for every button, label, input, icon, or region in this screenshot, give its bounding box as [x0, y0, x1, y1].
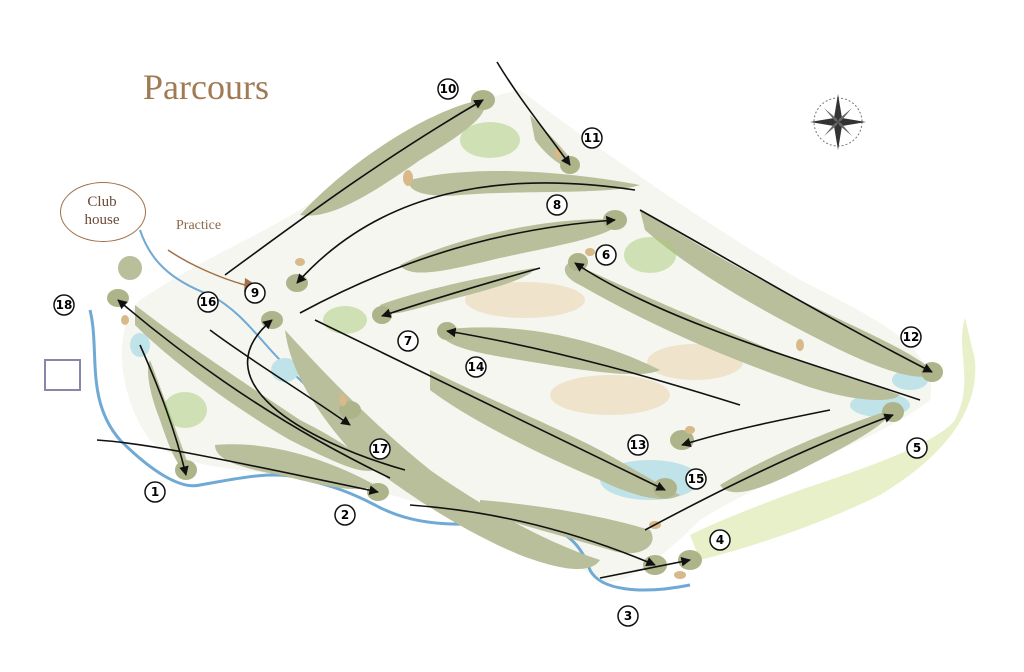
bunker	[685, 426, 695, 434]
bunker	[796, 339, 804, 351]
sand-area	[550, 375, 670, 415]
sand-area	[647, 344, 743, 380]
hole-number-10: 10	[440, 82, 457, 96]
hole-number-12: 12	[903, 330, 920, 344]
bunkers	[121, 147, 804, 579]
fairway	[135, 305, 375, 471]
page-title: Parcours	[143, 67, 269, 107]
hole-number-16: 16	[200, 295, 217, 309]
compass-rose-icon	[810, 94, 866, 150]
hole-number-11: 11	[584, 131, 601, 145]
hole-number-6: 6	[602, 248, 610, 262]
fairway	[215, 444, 375, 490]
hole-route-13	[681, 409, 831, 448]
hole-route-5	[644, 413, 894, 531]
fairway	[564, 262, 900, 400]
hole-number-15: 15	[688, 472, 705, 486]
hole-badges: 1 2 3 4 5 6 7 8 9 10 11 12 13 14 15	[53, 78, 928, 627]
hole-badge-10: 10	[437, 78, 459, 100]
hole-route-6	[574, 262, 921, 401]
fairway	[380, 268, 535, 314]
hole-number-14: 14	[468, 360, 485, 374]
practice-label: Practice	[176, 218, 222, 233]
hole-number-5: 5	[913, 441, 921, 455]
hole-badge-6: 6	[595, 244, 617, 266]
club-house-outline	[60, 182, 146, 242]
hole-route-9	[296, 182, 636, 284]
hole-number-7: 7	[404, 334, 412, 348]
hole-route-7	[381, 267, 541, 318]
hole-route-18	[117, 299, 391, 479]
hole-badge-1: 1	[144, 481, 166, 503]
hole-number-17: 17	[372, 442, 389, 456]
hole-badge-14: 14	[465, 356, 487, 378]
hole-number-9: 9	[251, 286, 259, 300]
hole-route-1b	[139, 344, 189, 476]
hole-route-4	[599, 556, 691, 579]
trees	[163, 122, 676, 428]
clubhouse-building	[44, 359, 81, 391]
bunker	[674, 571, 686, 579]
hole-number-1: 1	[151, 485, 159, 499]
hole-route-11	[496, 61, 571, 166]
green	[653, 478, 677, 498]
hole-badge-2: 2	[334, 504, 356, 526]
hole-badge-12: 12	[900, 326, 922, 348]
hole-number-13: 13	[630, 438, 647, 452]
hole-badge-18: 18	[53, 294, 75, 316]
green	[175, 460, 197, 480]
hole-badge-3: 3	[617, 605, 639, 627]
hole-badge-5: 5	[906, 437, 928, 459]
hole-route-14	[446, 327, 741, 406]
bunker	[295, 258, 305, 266]
green	[882, 402, 904, 422]
hole-badge-9: 9	[244, 282, 266, 304]
fairway	[400, 219, 620, 273]
hole-route-3	[409, 504, 656, 567]
tree-cluster	[323, 306, 367, 334]
bunker	[121, 315, 129, 325]
hole-route-8	[299, 215, 616, 314]
tree-cluster	[163, 392, 207, 428]
bunker	[403, 170, 413, 186]
club-house-line-2: house	[84, 212, 120, 228]
hole-badge-11: 11	[581, 127, 603, 149]
fairway	[480, 500, 653, 554]
green	[107, 289, 129, 307]
hole-badge-15: 15	[685, 468, 707, 490]
club-house-label: Club house	[60, 193, 144, 229]
hole-badge-17: 17	[369, 438, 391, 460]
bunker	[339, 394, 347, 406]
hole-badge-8: 8	[546, 194, 568, 216]
hole-number-18: 18	[56, 298, 73, 312]
hole-badge-4: 4	[709, 529, 731, 551]
practice-arrow	[167, 249, 246, 286]
hole-badge-7: 7	[397, 330, 419, 352]
hole-route-16	[246, 319, 406, 471]
hole-number-8: 8	[553, 198, 561, 212]
hole-badge-16: 16	[197, 291, 219, 313]
green	[568, 253, 588, 271]
tree-cluster	[624, 237, 676, 273]
hole-route-17	[209, 329, 351, 426]
bunker	[585, 248, 595, 256]
hole-route-12	[639, 209, 933, 373]
hole-routes	[96, 61, 933, 579]
hole-route-10	[224, 99, 484, 276]
hole-number-3: 3	[624, 609, 632, 623]
hole-badge-13: 13	[627, 434, 649, 456]
fairway	[118, 256, 142, 280]
hole-route-15	[314, 319, 666, 491]
green	[372, 306, 392, 324]
tree-cluster	[460, 122, 520, 158]
sand-area	[465, 282, 585, 318]
club-house-line-1: Club	[87, 194, 117, 210]
hole-number-2: 2	[341, 508, 349, 522]
hole-number-4: 4	[716, 533, 724, 547]
